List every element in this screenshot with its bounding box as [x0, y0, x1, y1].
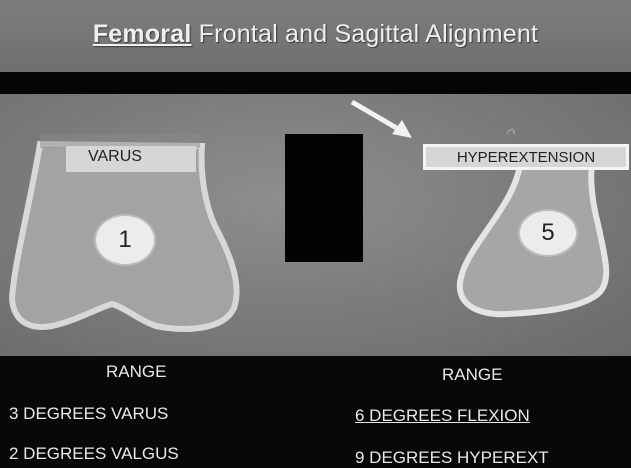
right-range-line-2: 9 DEGREES HYPEREXT	[355, 448, 549, 468]
left-range-line-2: 2 DEGREES VALGUS	[9, 444, 179, 464]
left-range-heading: RANGE	[106, 362, 166, 382]
title-rest: Frontal and Sagittal Alignment	[191, 20, 538, 48]
varus-label: VARUS	[66, 146, 196, 172]
title-highlight: Femoral	[93, 20, 192, 48]
xray-panel: VARUS HYPEREXTENSION 1 5	[0, 94, 631, 356]
black-band	[0, 72, 631, 94]
right-range-line-1: 6 DEGREES FLEXION	[355, 406, 530, 426]
marker-1: 1	[94, 214, 156, 266]
slide-title: Femoral Frontal and Sagittal Alignment	[0, 20, 631, 49]
notch-mark	[507, 130, 514, 135]
left-range-line-1: 3 DEGREES VARUS	[9, 404, 168, 424]
marker-5: 5	[518, 209, 578, 257]
redaction-block	[285, 134, 363, 262]
right-range-heading: RANGE	[442, 365, 502, 385]
range-section: RANGE RANGE 3 DEGREES VARUS 2 DEGREES VA…	[0, 356, 631, 468]
title-bar: Femoral Frontal and Sagittal Alignment	[0, 0, 631, 72]
hyperextension-label: HYPEREXTENSION	[423, 144, 629, 170]
arrow-line	[352, 102, 400, 130]
